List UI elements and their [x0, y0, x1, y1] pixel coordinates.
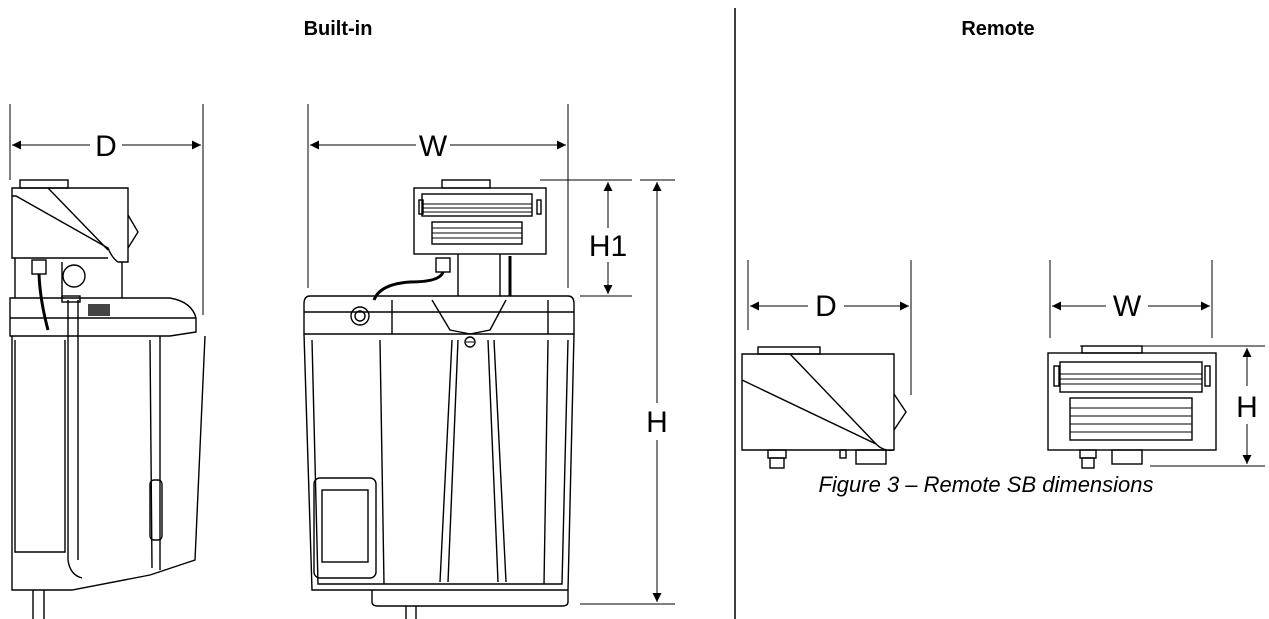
builtin-front-view: W H1 H: [303, 104, 675, 619]
builtin-depth-label: D: [95, 130, 117, 163]
remote-header: Remote: [961, 18, 1034, 40]
built-in-header: Built-in: [304, 18, 373, 40]
builtin-h-label: H: [646, 406, 668, 439]
builtin-width-label: W: [419, 130, 448, 163]
remote-depth-label: D: [815, 290, 837, 323]
remote-front-view: W H: [1047, 260, 1265, 469]
builtin-side-view: D: [9, 104, 206, 619]
builtin-h1-label: H1: [589, 230, 627, 263]
remote-width-label: W: [1113, 290, 1142, 323]
remote-side-view: D: [741, 260, 912, 469]
figure-caption: Figure 3 – Remote SB dimensions: [818, 472, 1153, 497]
remote-h-label: H: [1236, 391, 1258, 424]
